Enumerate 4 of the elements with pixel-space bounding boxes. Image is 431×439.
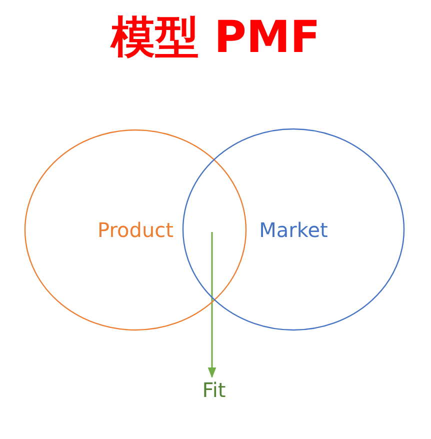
circle-label: Product: [98, 218, 174, 242]
title: 模型 PMF: [110, 12, 320, 63]
label-text: Fit: [202, 378, 226, 402]
circle-label: Market: [259, 218, 328, 242]
